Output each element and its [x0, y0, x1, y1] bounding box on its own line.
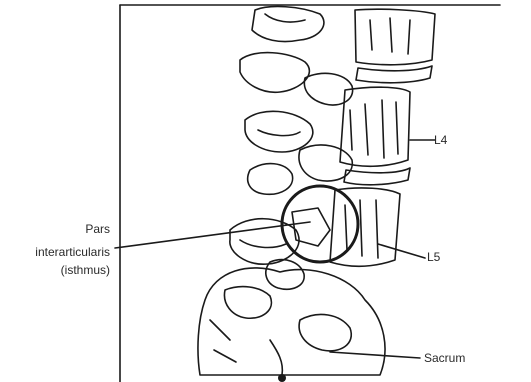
sacrum	[198, 268, 385, 375]
sacrum-dot	[278, 374, 286, 382]
l5-leader-line	[378, 244, 425, 258]
pars-leader-line	[115, 222, 310, 248]
sacrum-label: Sacrum	[424, 351, 465, 365]
l4-label: L4	[434, 133, 447, 147]
pars-defect	[292, 208, 330, 246]
l5-label: L5	[427, 250, 440, 264]
pars-label-line2: interarticularis	[0, 245, 110, 259]
upper-vertebra	[355, 9, 435, 83]
pars-label-line3: (isthmus)	[0, 263, 110, 277]
pars-label-line1: Pars	[0, 222, 110, 236]
sacrum-leader-line	[330, 352, 420, 358]
